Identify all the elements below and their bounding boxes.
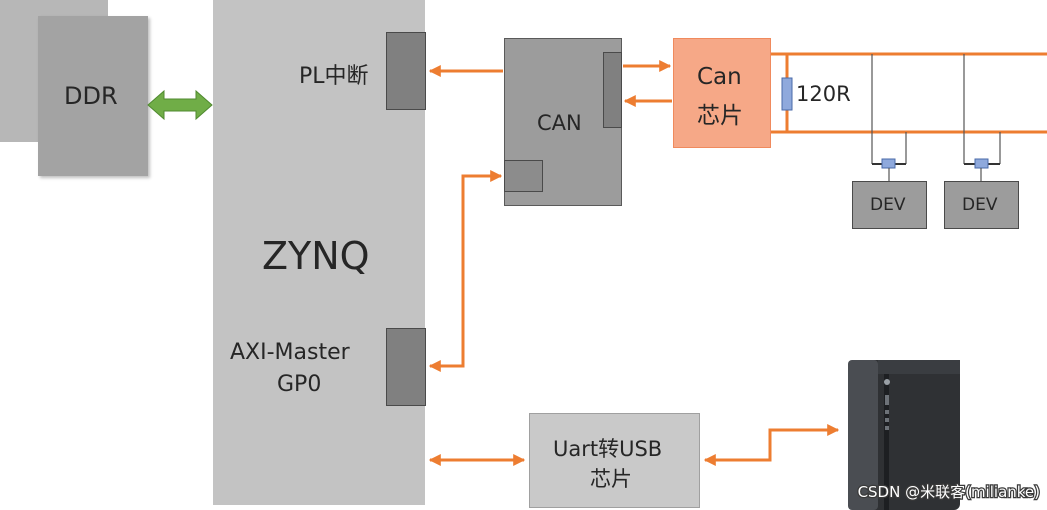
uart-usb-label-line1: Uart转USB bbox=[553, 437, 663, 461]
can-axi-port bbox=[504, 160, 543, 192]
dev1-resistor bbox=[881, 158, 896, 169]
uart-pc-bidirectional-arrow bbox=[703, 424, 840, 466]
pl-interrupt-label: PL中断 bbox=[299, 64, 369, 89]
pl-interrupt-port bbox=[386, 32, 426, 110]
can-controller-label: CAN bbox=[537, 111, 582, 135]
terminator-label: 120R bbox=[796, 82, 851, 106]
desktop-pc-tower-icon bbox=[848, 360, 960, 510]
axi-master-label-line2: GP0 bbox=[277, 372, 322, 397]
can-irq-port bbox=[603, 52, 622, 128]
zynq-label: ZYNQ bbox=[262, 234, 370, 278]
uart-usb-label-line2: 芯片 bbox=[590, 467, 632, 491]
dev-node-2-label: DEV bbox=[962, 195, 998, 215]
ddr-block bbox=[38, 16, 148, 176]
dev-node-2 bbox=[944, 181, 1019, 229]
can-chip-label-line2: 芯片 bbox=[697, 103, 743, 129]
can-chip-label-line1: Can bbox=[697, 64, 742, 90]
watermark-text: CSDN @米联客(milianke) bbox=[858, 483, 1040, 501]
axi-master-label-line1: AXI-Master bbox=[230, 340, 350, 365]
ddr-label: DDR bbox=[64, 82, 118, 110]
axi-master-port bbox=[386, 328, 426, 406]
dev2-resistor bbox=[974, 158, 989, 169]
uart-usb-block bbox=[529, 413, 700, 508]
dev-node-1-label: DEV bbox=[870, 195, 906, 215]
can-chip-block bbox=[673, 38, 771, 148]
axi-can-bidirectional-arrow bbox=[428, 170, 503, 372]
terminator-resistor bbox=[781, 77, 793, 111]
ddr-zynq-double-arrow bbox=[147, 89, 213, 121]
dev-node-1 bbox=[852, 181, 927, 229]
